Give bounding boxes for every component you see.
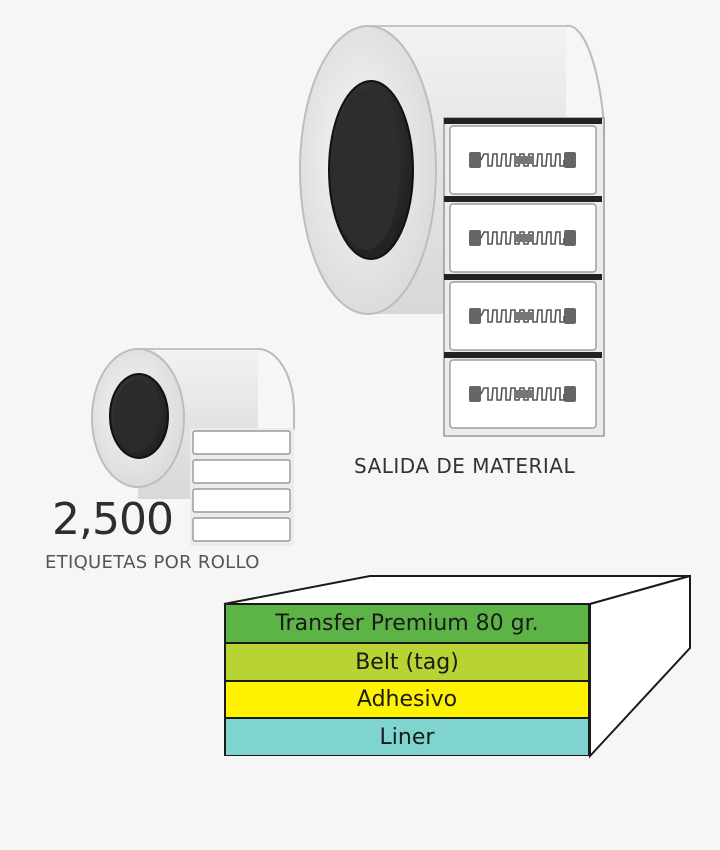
layer-3: Liner: [224, 718, 590, 756]
large-roll-right-edge: [565, 24, 605, 136]
layer-2: Adhesivo: [224, 681, 590, 718]
labels-per-roll-caption: ETIQUETAS POR ROLLO: [45, 552, 260, 573]
layer-block-side: [589, 574, 691, 759]
small-label: [192, 430, 291, 455]
layer-0: Transfer Premium 80 gr.: [224, 604, 590, 643]
output-label: SALIDA DE MATERIAL: [354, 454, 576, 478]
small-roll: [91, 348, 295, 546]
rfid-antenna-icon: [469, 230, 576, 246]
label-gap-bar: [444, 196, 602, 202]
small-labels: [192, 430, 291, 542]
label-gap-bar: [444, 118, 602, 124]
small-label: [192, 517, 291, 542]
large-labels: [444, 118, 602, 429]
label-gap-bar: [444, 352, 602, 358]
layer-1: Belt (tag): [224, 643, 590, 681]
label-gap-bar: [444, 274, 602, 280]
labels-per-roll-count: 2,500: [52, 494, 174, 545]
small-label: [192, 459, 291, 484]
rfid-antenna-icon: [469, 152, 576, 168]
rfid-antenna-icon: [469, 386, 576, 402]
layer-block: [223, 574, 691, 759]
large-roll: [299, 24, 605, 437]
small-label: [192, 488, 291, 513]
rfid-antenna-icon: [469, 308, 576, 324]
